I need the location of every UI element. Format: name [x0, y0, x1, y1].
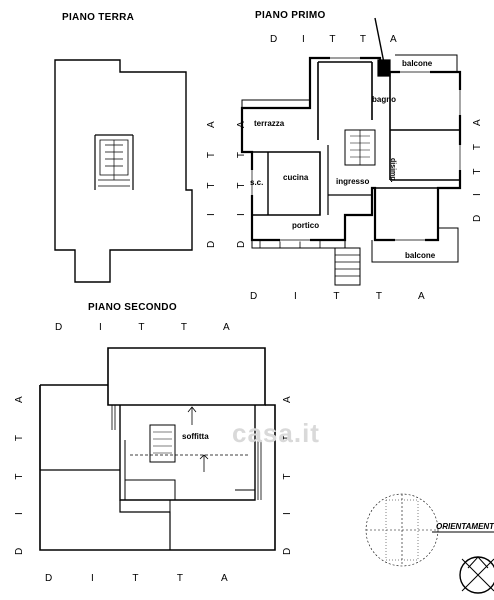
ground-floor-plan	[54, 59, 193, 283]
neighbor-label-second-left: D I T T A	[14, 396, 25, 555]
neighbor-label-first-bottom: D I T T A	[250, 291, 425, 302]
neighbor-label-first-left: D I T T A	[236, 121, 247, 248]
first-floor-plan	[240, 17, 462, 286]
room-label-terrazza: terrazza	[254, 119, 285, 128]
room-label-portico: portico	[292, 221, 320, 230]
room-label-soffitta: soffitta	[182, 432, 209, 441]
first-floor-title: PIANO PRIMO	[255, 10, 326, 21]
room-label-sc: s.c.	[250, 178, 264, 187]
neighbor-label-first-right: D I T T A	[472, 119, 483, 222]
room-label-balcone-bottom: balcone	[405, 251, 436, 260]
ground-floor-title: PIANO TERRA	[62, 12, 135, 23]
second-floor-title: PIANO SECONDO	[88, 302, 177, 313]
orientation-label: ORIENTAMENTO	[436, 522, 494, 531]
room-label-balcone-top: balcone	[402, 59, 433, 68]
neighbor-label-ground-right: D I T T A	[206, 121, 217, 248]
neighbor-label-second-bottom: D I T T A	[45, 573, 228, 584]
room-label-disimpegno: disimp.	[389, 158, 396, 183]
watermark: casa.it	[232, 418, 320, 448]
second-floor-plan	[39, 347, 276, 551]
room-label-ingresso: ingresso	[336, 177, 370, 186]
room-label-bagno: bagno	[372, 95, 396, 104]
neighbor-label-second-top: D I T T A	[55, 322, 230, 333]
neighbor-label-first-top: D I T T A	[270, 34, 397, 45]
room-label-cucina: cucina	[283, 173, 309, 182]
orientation-symbol	[365, 493, 494, 594]
